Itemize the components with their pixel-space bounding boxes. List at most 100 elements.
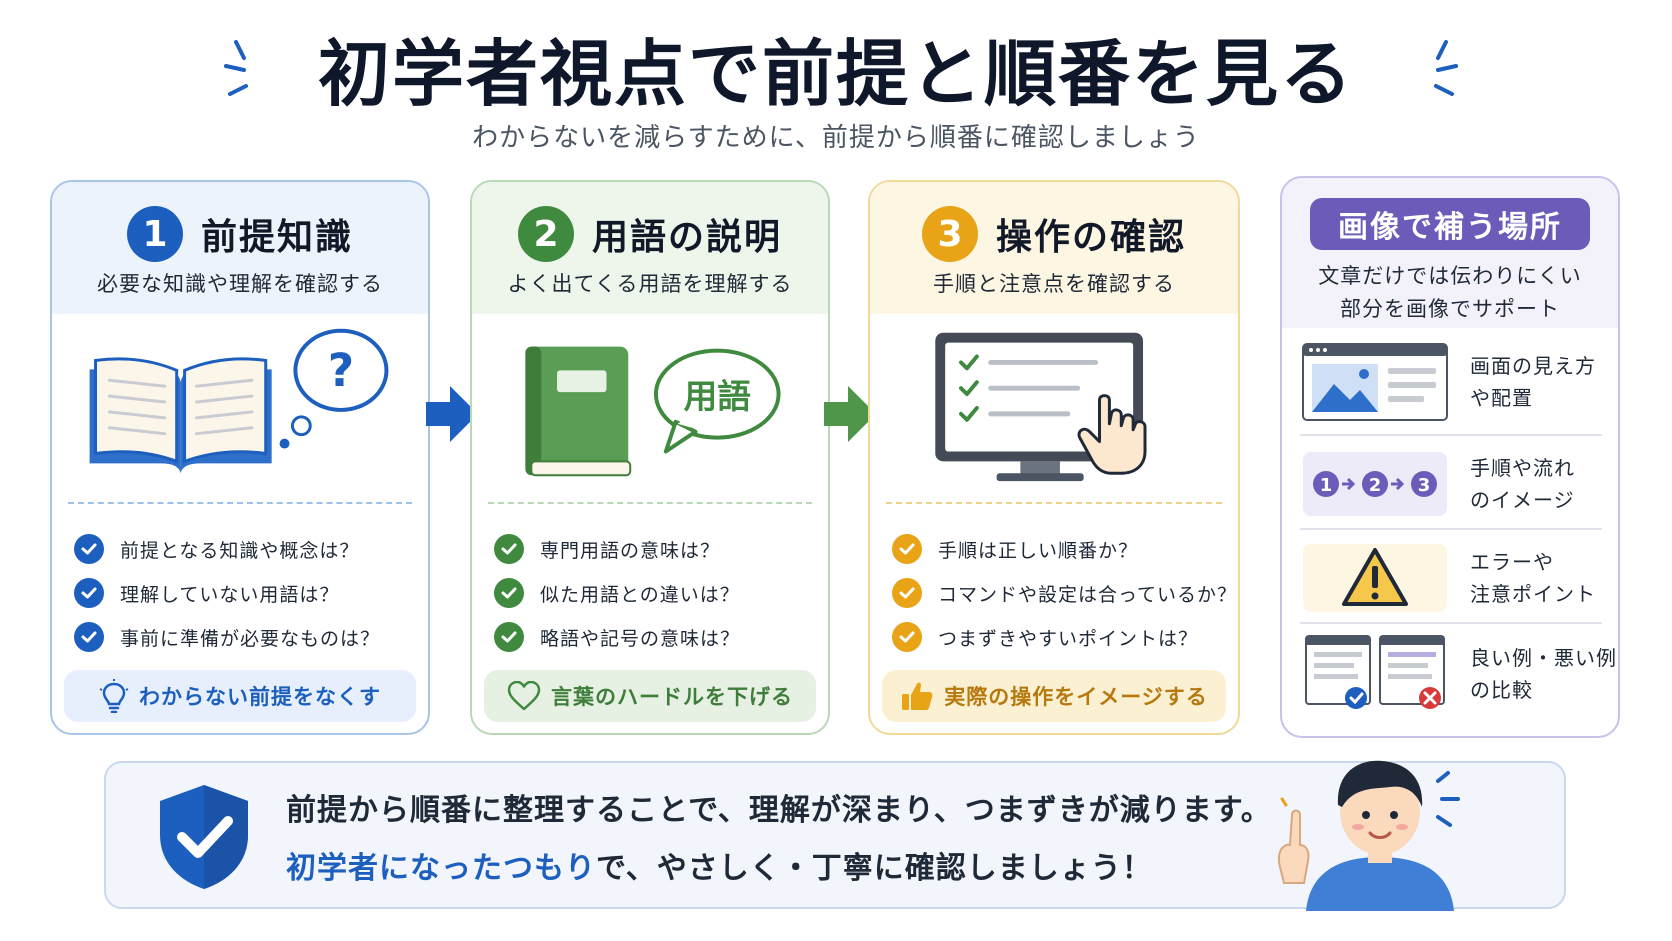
divider: [68, 502, 412, 504]
image-panel-item-label: 手順や流れ のイメージ: [1470, 452, 1575, 516]
open-book-icon: [89, 357, 272, 474]
checklist-item: コマンドや設定は合っているか？: [892, 571, 1236, 615]
label-line: 画面の見え方: [1470, 354, 1596, 378]
divider: [1300, 622, 1602, 624]
step-summary-text: 言葉のハードルを下げる: [551, 685, 793, 709]
checklist-item-text: コマンドや設定は合っているか？: [938, 583, 1238, 606]
image-panel-item: 画面の見え方 や配置: [1300, 338, 1602, 426]
step-card-header: 3 操作の確認 手順と注意点を確認する: [870, 182, 1238, 314]
checklist-item-text: 事前に準備が必要なものは？: [120, 627, 381, 650]
step-summary-pill: 実際の操作をイメージする: [882, 670, 1226, 722]
monitor-icon: [935, 332, 1144, 482]
divider: [1300, 528, 1602, 530]
flow-step-number: 1: [1320, 475, 1333, 496]
checklist-item: つまずきやすいポイントは？: [892, 615, 1228, 659]
speech-bubble-icon: 用語: [653, 348, 781, 454]
label-line: エラーや: [1470, 550, 1554, 574]
step-title: 前提知識: [200, 217, 353, 258]
check-icon: [74, 622, 104, 652]
flow-step-number: 3: [1418, 475, 1431, 496]
checklist-item-text: 理解していない用語は？: [120, 583, 340, 606]
label-line: の比較: [1470, 678, 1533, 702]
screen-layout-icon: [1302, 343, 1448, 421]
image-panel-header: 画像で補う場所 文章だけでは伝わりにくい 部分を画像でサポート: [1282, 178, 1618, 328]
warning-icon: [1303, 544, 1447, 612]
image-panel-item-label: エラーや 注意ポイント: [1470, 546, 1596, 610]
divider: [1300, 434, 1602, 436]
arrow-right-icon: [824, 386, 876, 442]
emphasis-lines-icon: [224, 40, 248, 96]
description-line: 文章だけでは伝わりにくい: [1318, 264, 1582, 288]
checklist-item: 前提となる知識や概念は？: [74, 527, 418, 571]
check-icon: [74, 534, 104, 564]
step-card-terminology: 2 用語の説明 よく出てくる用語を理解する 用語 専門用語の意味は？ 似た用語と…: [470, 180, 830, 735]
step-card-header: 2 用語の説明 よく出てくる用語を理解する: [472, 182, 828, 314]
flow-step-number: 2: [1369, 475, 1382, 496]
image-panel-description: 文章だけでは伝わりにくい 部分を画像でサポート: [1282, 260, 1618, 326]
description-line: 部分を画像でサポート: [1340, 297, 1560, 321]
step-summary-text: わからない前提をなくす: [139, 685, 381, 709]
check-icon: [494, 622, 524, 652]
label-line: 注意ポイント: [1470, 582, 1596, 606]
image-panel-item-label: 良い例・悪い例 の比較: [1470, 642, 1617, 706]
arrow-right-icon: [426, 386, 478, 442]
open-book-question-illustration: ?: [89, 328, 389, 474]
step-description: 必要な知識や理解を確認する: [97, 272, 383, 296]
divider: [886, 502, 1222, 504]
checklist-item: 略語や記号の意味は？: [494, 615, 818, 659]
label-line: 良い例・悪い例: [1470, 646, 1617, 670]
thumbs-up-icon: [902, 682, 933, 710]
shield-check-icon: [160, 785, 248, 889]
check-icon: [892, 578, 922, 608]
checklist-item: 事前に準備が必要なものは？: [74, 615, 418, 659]
check-icon: [494, 578, 524, 608]
question-bubble-icon: ?: [279, 328, 389, 449]
monitor-checklist-illustration: [935, 332, 1147, 482]
check-icon: [494, 534, 524, 564]
step-summary-pill: 言葉のハードルを下げる: [484, 670, 816, 722]
checklist: 専門用語の意味は？ 似た用語との違いは？ 略語や記号の意味は？: [494, 527, 818, 659]
divider: [488, 502, 812, 504]
step-card-prerequisites: 1 前提知識 必要な知識や理解を確認する ? 前提とな: [50, 180, 430, 735]
banner-message: 前提から順番に整理することで、理解が深まり、つまずきが減ります。: [286, 793, 1272, 828]
step-description: 手順と注意点を確認する: [933, 272, 1175, 296]
step-number-badge: 3: [921, 206, 978, 262]
check-icon: [74, 578, 104, 608]
page-title: 初学者視点で前提と順番を見る: [317, 32, 1354, 116]
image-panel-badge: 画像で補う場所: [1310, 198, 1590, 250]
compare-examples-icon: [1305, 635, 1445, 709]
svg-text:?: ?: [328, 344, 354, 397]
bubble-text: 用語: [684, 377, 751, 416]
person-pointing-illustration: [1278, 760, 1460, 911]
checklist-item-text: 前提となる知識や概念は？: [120, 539, 360, 562]
step-card-operation: 3 操作の確認 手順と注意点を確認する 手順は正しい順番か？ コマンドや設定は合: [868, 180, 1240, 735]
image-panel-item-label: 画面の見え方 や配置: [1470, 350, 1596, 414]
checklist: 手順は正しい順番か？ コマンドや設定は合っているか？ つまずきやすいポイントは？: [892, 527, 1236, 659]
checklist-item-text: つまずきやすいポイントは？: [938, 627, 1199, 650]
checklist: 前提となる知識や概念は？ 理解していない用語は？ 事前に準備が必要なものは？: [74, 527, 418, 659]
step-summary-text: 実際の操作をイメージする: [944, 685, 1208, 709]
label-line: や配置: [1470, 386, 1533, 410]
checklist-item: 手順は正しい順番か？: [892, 527, 1228, 571]
checklist-item: 専門用語の意味は？: [494, 527, 818, 571]
checklist-item: 理解していない用語は？: [74, 571, 418, 615]
emphasis-lines-icon: [1434, 40, 1458, 96]
checklist-item-text: 専門用語の意味は？: [540, 539, 721, 562]
image-panel-item: エラーや 注意ポイント: [1300, 534, 1602, 622]
lightbulb-icon: [99, 679, 129, 713]
banner-highlight: 初学者になったつもり: [286, 851, 596, 886]
check-icon: [892, 622, 922, 652]
step-number-badge: 2: [517, 206, 574, 262]
pointer-hand-icon: [1077, 394, 1147, 475]
step-card-header: 1 前提知識 必要な知識や理解を確認する: [52, 182, 428, 314]
image-support-panel: 画像で補う場所 文章だけでは伝わりにくい 部分を画像でサポート 画面の見え方 や…: [1280, 176, 1620, 738]
step-title: 用語の説明: [591, 217, 782, 258]
page-subtitle: わからないを減らすために、前提から順番に確認しましょう: [472, 123, 1200, 153]
checklist-item: 似た用語との違いは？: [494, 571, 818, 615]
check-icon: [892, 534, 922, 564]
label-line: のイメージ: [1470, 488, 1575, 512]
image-panel-item: 1 2 3 手順や流れ のイメージ: [1300, 440, 1602, 528]
step-title: 操作の確認: [995, 217, 1186, 258]
step-summary-pill: わからない前提をなくす: [64, 670, 416, 722]
step-description: よく出てくる用語を理解する: [507, 272, 793, 296]
